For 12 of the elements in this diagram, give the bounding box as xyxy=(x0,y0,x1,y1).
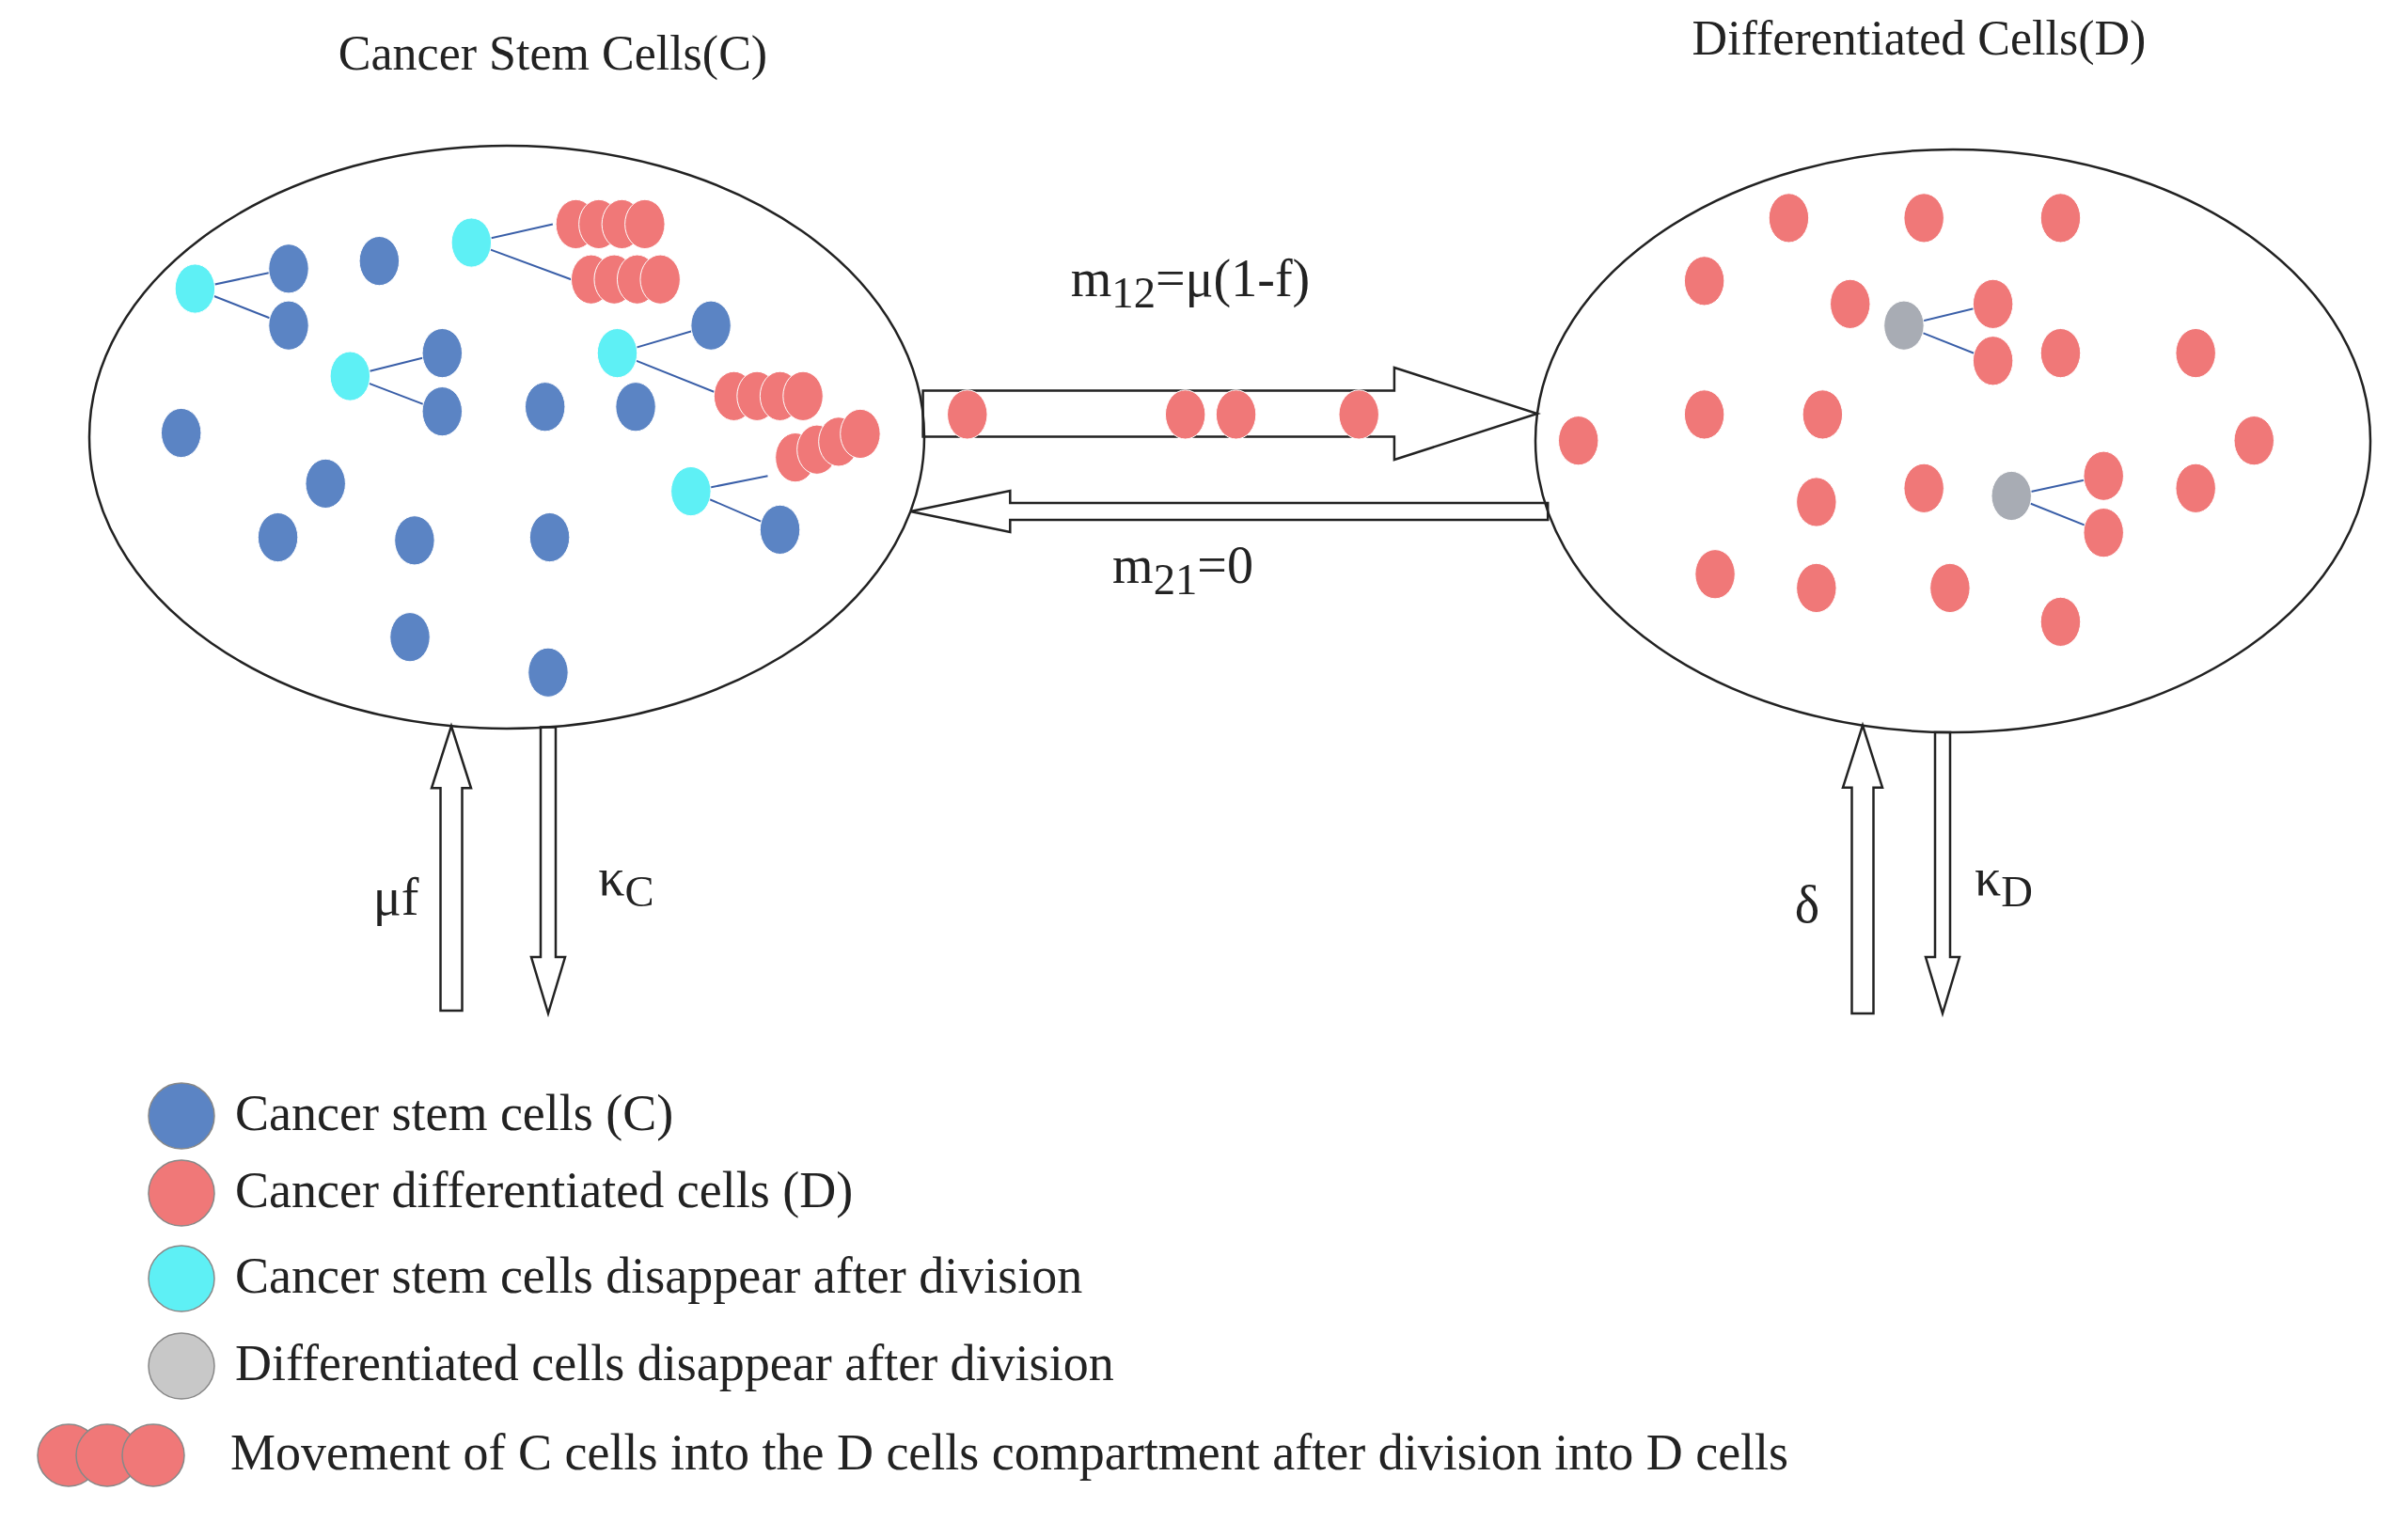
legend-label: Movement of C cells into the D cells compartment after division into D cells xyxy=(230,1425,1789,1482)
legend-label: Cancer stem cells disappear after division xyxy=(235,1248,1083,1305)
legend-label: Differentiated cells disappear after division xyxy=(235,1336,1114,1392)
arrow xyxy=(529,726,567,1018)
arrow xyxy=(1841,721,1884,1015)
arrow xyxy=(909,489,1550,534)
legend-label: Cancer differentiated cells (D) xyxy=(235,1163,854,1219)
compartment-title: Differentiated Cells(D) xyxy=(1692,11,2147,66)
arrow xyxy=(1924,730,1961,1018)
legend-label: Cancer stem cells (C) xyxy=(235,1086,674,1142)
compartment-title: Cancer Stem Cells(C) xyxy=(338,26,768,81)
arrow xyxy=(430,722,473,1013)
